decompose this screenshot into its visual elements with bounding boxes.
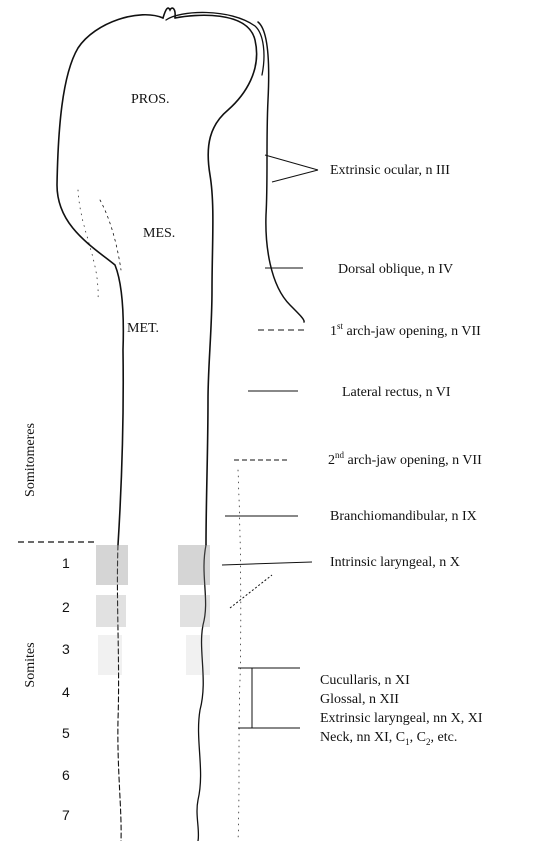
leader-line-extrinsic-ocular-b bbox=[272, 170, 318, 182]
label-neck-mid: , C bbox=[410, 730, 426, 745]
region-label-mes: MES. bbox=[143, 226, 175, 241]
label-glossal: Glossal, n XII bbox=[320, 692, 399, 707]
mesoderm-dotted-edge-right bbox=[238, 470, 241, 841]
label-extrinsic-laryngeal: Extrinsic laryngeal, nn X, XI bbox=[320, 711, 483, 726]
somite-block-left-1 bbox=[96, 545, 128, 585]
neural-tube-outline bbox=[57, 8, 304, 841]
somite-block-right-3 bbox=[186, 635, 210, 675]
somite-block-right-1 bbox=[178, 545, 210, 585]
somite-block-left-2 bbox=[96, 595, 126, 627]
label-second-arch-pre: 2 bbox=[328, 453, 335, 468]
somitomere-dotted-edge bbox=[78, 190, 98, 300]
leader-line-intrinsic-laryngeal-b bbox=[230, 575, 272, 608]
leader-line-extrinsic-ocular-a bbox=[265, 155, 318, 170]
somites-side-label: Somites bbox=[23, 642, 38, 687]
region-label-met: MET. bbox=[127, 321, 159, 336]
spinal-cord-right bbox=[197, 545, 206, 841]
spinal-cord-left bbox=[117, 545, 121, 841]
somite-number: 6 bbox=[62, 767, 70, 783]
somite-blocks bbox=[96, 545, 210, 675]
label-second-arch-post: arch-jaw opening, n VII bbox=[344, 453, 482, 468]
somite-number: 4 bbox=[62, 684, 70, 700]
somite-block-right-2 bbox=[180, 595, 210, 627]
somite-number: 3 bbox=[62, 641, 70, 657]
label-first-arch: 1st arch-jaw opening, n VII bbox=[330, 321, 481, 339]
somite-number: 1 bbox=[62, 555, 70, 571]
somite-number: 2 bbox=[62, 599, 70, 615]
leader-lines bbox=[222, 155, 318, 728]
region-label-pros: PROS. bbox=[131, 92, 170, 107]
label-branchiomandibular: Branchiomandibular, n IX bbox=[330, 509, 477, 524]
label-neck: Neck, nn XI, C1, C2, etc. bbox=[320, 730, 457, 747]
neural-tube-far-right-loop bbox=[258, 22, 304, 322]
label-lateral-rectus: Lateral rectus, n VI bbox=[342, 385, 451, 400]
label-first-arch-post: arch-jaw opening, n VII bbox=[343, 324, 481, 339]
label-intrinsic-laryngeal: Intrinsic laryngeal, n X bbox=[330, 555, 460, 570]
somite-number: 7 bbox=[62, 807, 70, 823]
label-dorsal-oblique: Dorsal oblique, n IV bbox=[338, 262, 453, 277]
somite-number: 5 bbox=[62, 725, 70, 741]
muscle-labels: Extrinsic ocular, n III Dorsal oblique, … bbox=[320, 163, 483, 747]
label-neck-post: , etc. bbox=[431, 730, 458, 745]
label-first-arch-pre: 1 bbox=[330, 324, 337, 339]
somitomeres-side-label: Somitomeres bbox=[23, 423, 38, 497]
neural-tube-right-wall bbox=[175, 15, 257, 545]
neural-tube-top-arch bbox=[166, 12, 264, 75]
label-cucullaris: Cucullaris, n XI bbox=[320, 673, 410, 688]
label-second-arch: 2nd arch-jaw opening, n VII bbox=[328, 450, 482, 468]
somite-block-left-3 bbox=[98, 635, 122, 675]
leader-line-intrinsic-laryngeal-a bbox=[222, 562, 312, 565]
neural-tube-inner-left bbox=[100, 200, 121, 270]
label-neck-pre: Neck, nn XI, C bbox=[320, 730, 405, 745]
label-extrinsic-ocular: Extrinsic ocular, n III bbox=[330, 163, 450, 178]
